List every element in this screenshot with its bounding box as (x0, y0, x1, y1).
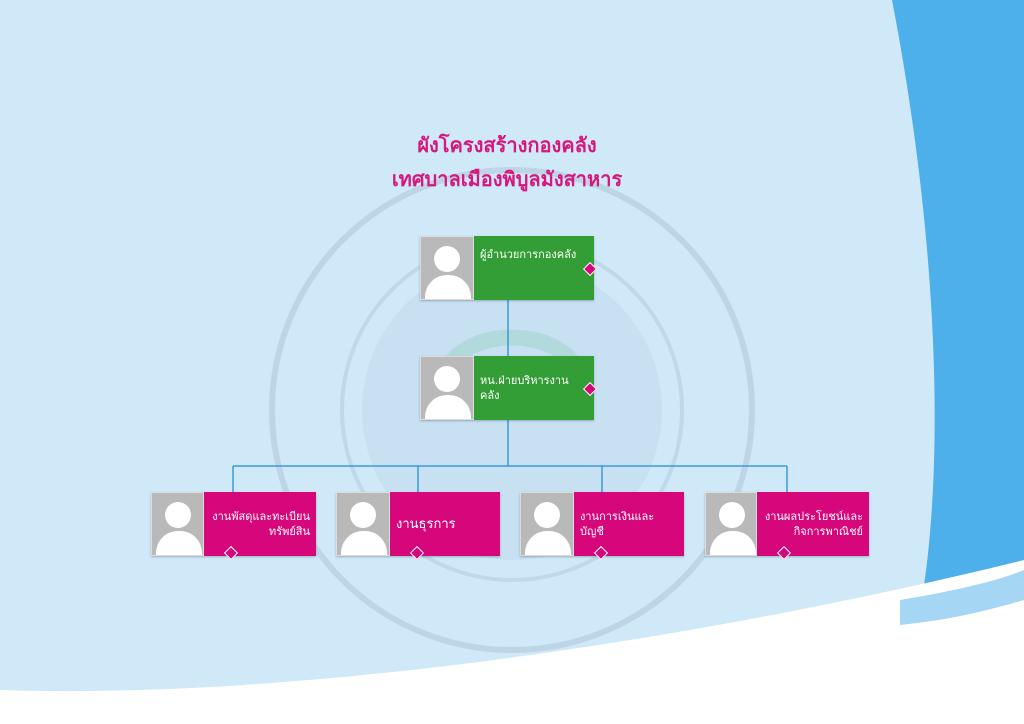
chart-title: ผังโครงสร้างกองคลัง เทศบาลเมืองพิบูลมังส… (0, 128, 1014, 196)
avatar-placeholder-icon (705, 492, 757, 556)
avatar-placeholder-icon (520, 492, 574, 556)
org-node-level2[interactable]: หน.ฝ่ายบริหารงานคลัง (420, 356, 598, 420)
title-line-2: เทศบาลเมืองพิบูลมังสาหาร (391, 167, 623, 191)
org-node-level3-2[interactable]: งานธุรการ (336, 492, 500, 561)
org-node-label: ผู้อำนวยการกองคลัง (480, 248, 577, 261)
org-node-level3-3[interactable]: งานการเงินและบัญชี (520, 492, 684, 561)
org-node-label: งานพัสดุและทะเบียนทรัพย์สิน (212, 510, 310, 538)
org-node-level3-4[interactable]: งานผลประโยชน์และกิจการพาณิชย์ (705, 492, 869, 561)
avatar-placeholder-icon (420, 356, 474, 420)
org-node-label: งานผลประโยชน์และกิจการพาณิชย์ (764, 510, 863, 538)
avatar-placeholder-icon (420, 236, 474, 300)
title-line-1: ผังโครงสร้างกองคลัง (417, 133, 597, 157)
org-node-label: งานธุรการ (396, 516, 456, 532)
avatar-placeholder-icon (336, 492, 390, 556)
org-node-root[interactable]: ผู้อำนวยการกองคลัง (420, 236, 598, 300)
org-node-label: หน.ฝ่ายบริหารงานคลัง (480, 374, 569, 402)
org-node-level3-1[interactable]: งานพัสดุและทะเบียนทรัพย์สิน (151, 492, 316, 561)
org-node-label: งานการเงินและบัญชี (580, 510, 655, 538)
avatar-placeholder-icon (151, 492, 204, 556)
